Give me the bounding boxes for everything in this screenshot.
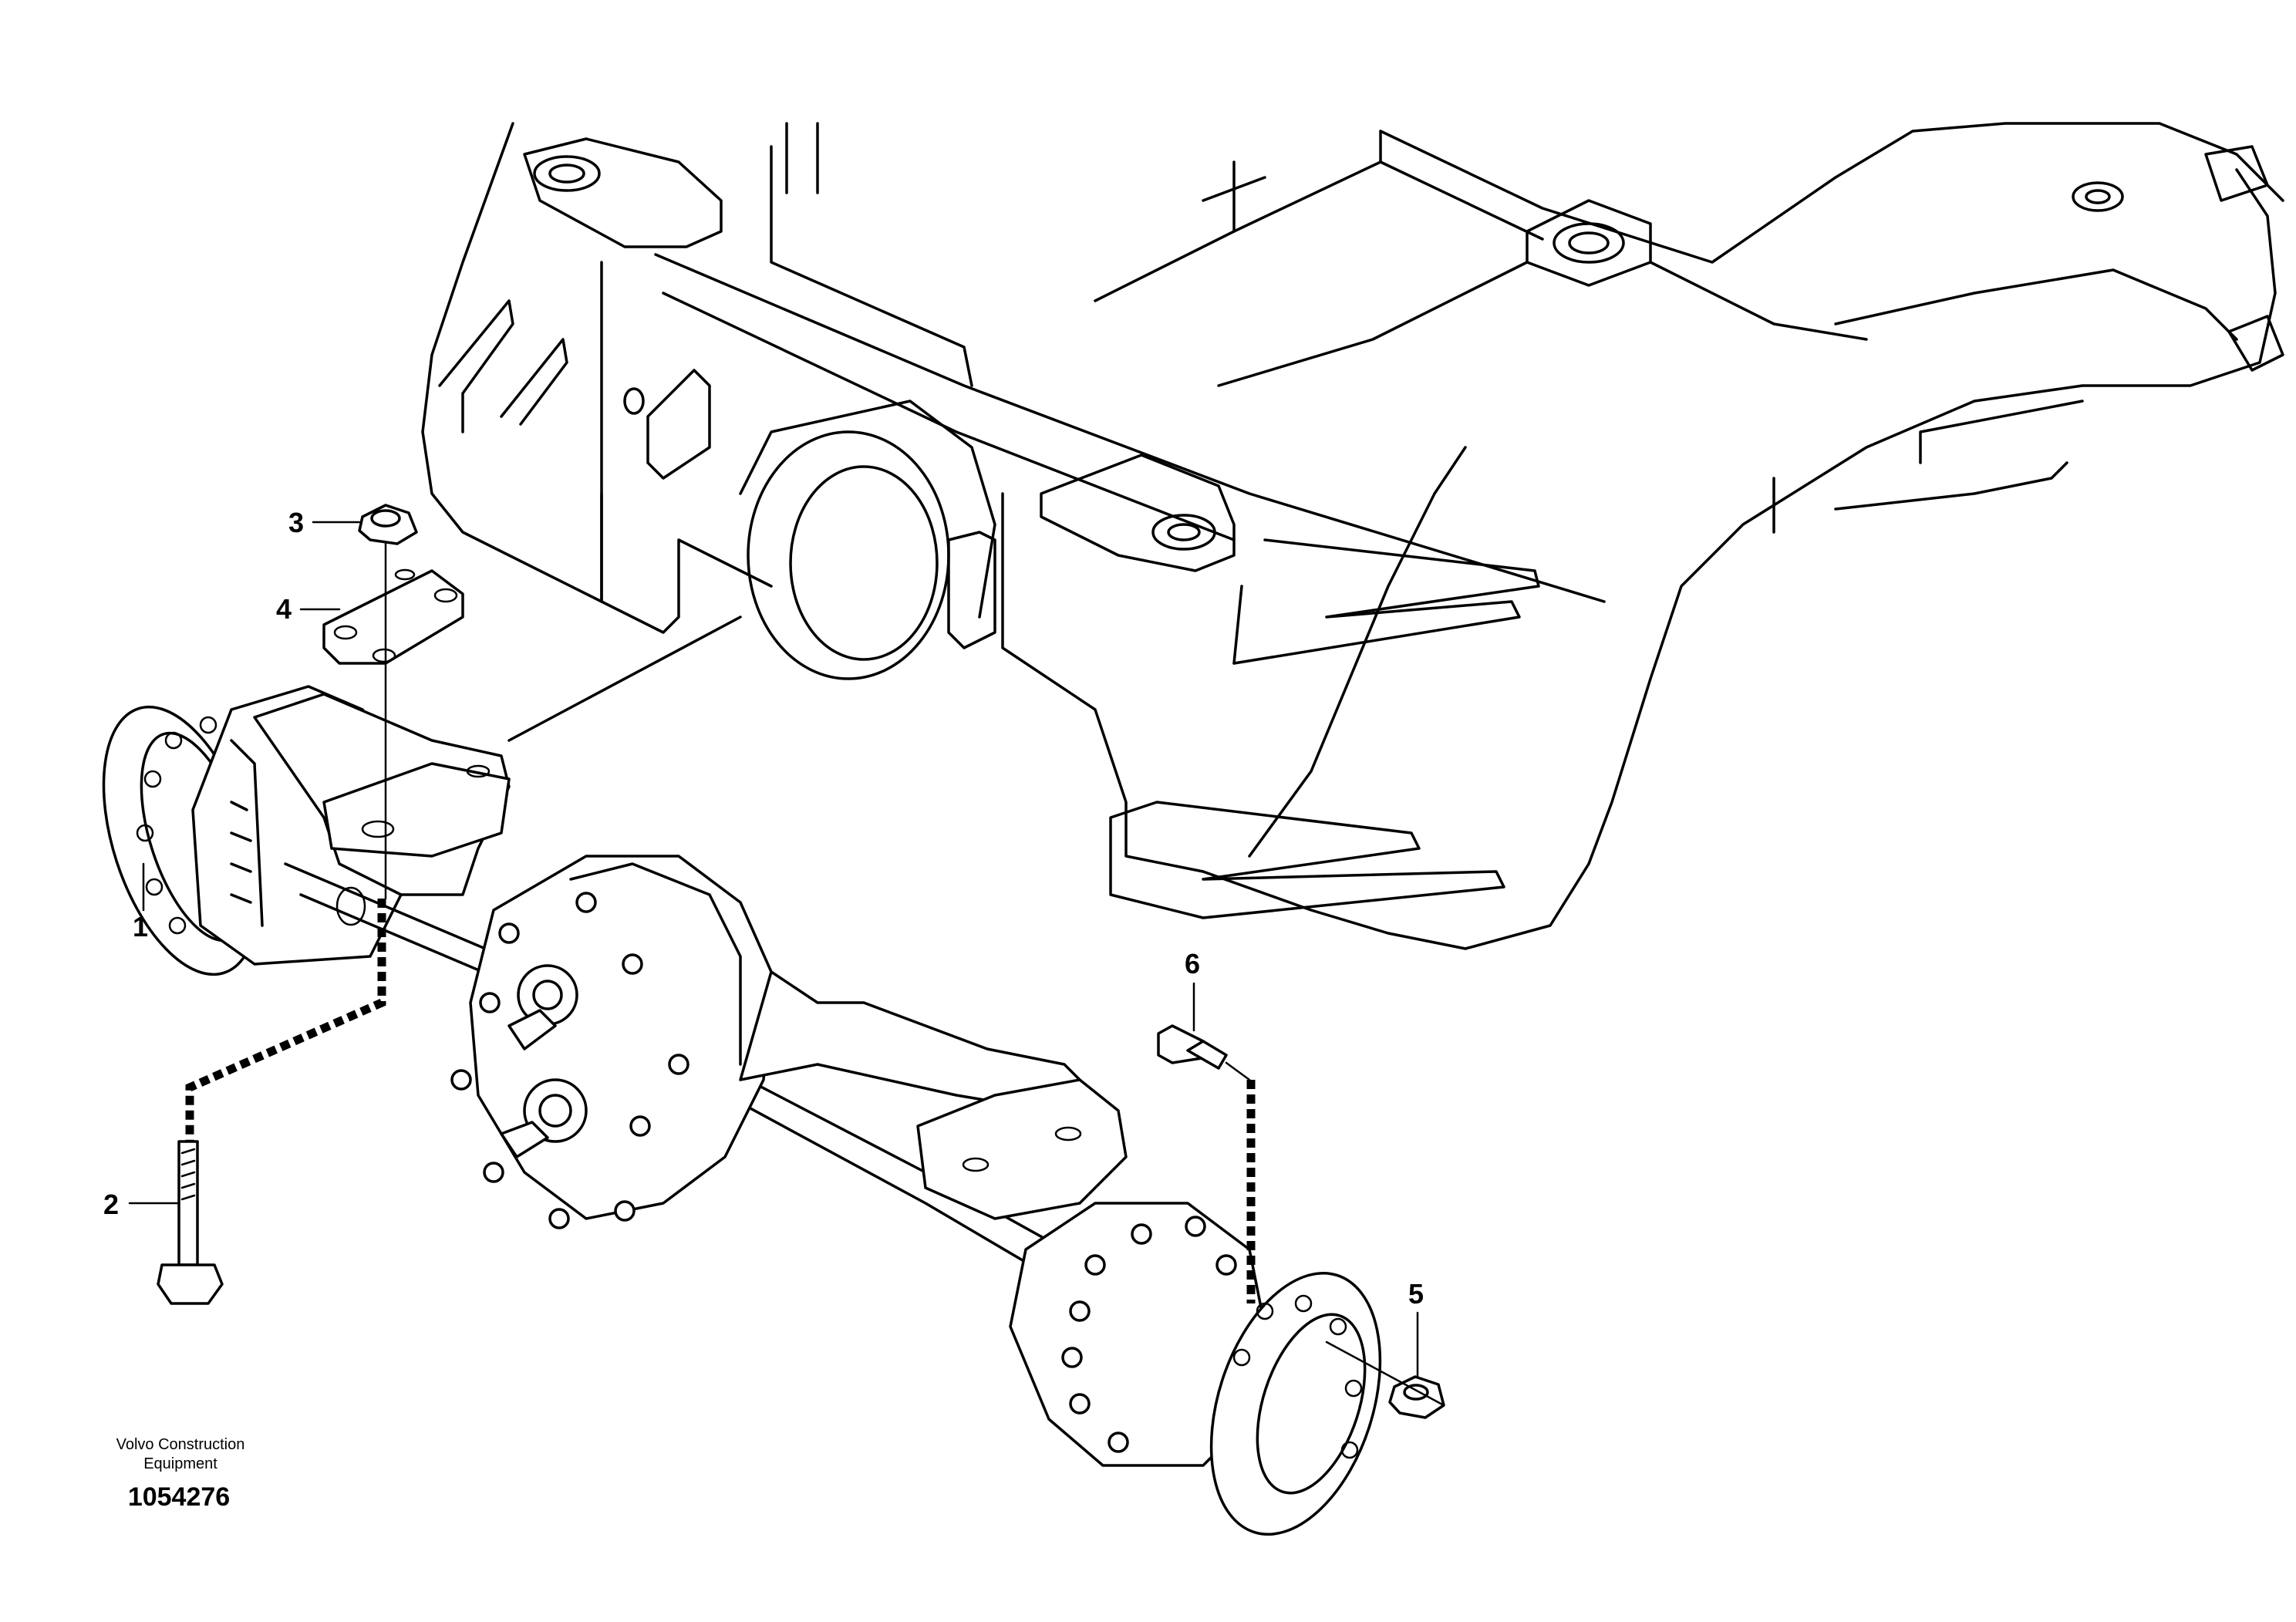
brand-line-1: Volvo Construction [116,1436,245,1453]
callout-1-label: 1 [133,911,148,943]
brand-line-2: Equipment [143,1455,217,1472]
loader-frame [421,122,2284,950]
footer: Volvo Construction Equipment 1054276 [116,1436,245,1512]
part-2-bolt [157,1140,224,1305]
callout-5-label: 5 [1408,1278,1424,1310]
front-axle [102,685,1382,1536]
callout-3-label: 3 [288,507,304,538]
callout-2: 2 [103,1189,180,1220]
callout-3: 3 [288,507,361,538]
callout-1: 1 [133,862,148,943]
document-number: 1054276 [128,1482,230,1512]
callout-5: 5 [1408,1278,1424,1378]
callout-4-label: 4 [276,593,292,625]
callout-4: 4 [276,593,341,625]
callout-2-label: 2 [103,1189,119,1220]
callout-6: 6 [1185,948,1200,1032]
part-5-nut [1388,1375,1445,1419]
part-3-nut [358,504,418,545]
assembly-lines [185,542,1445,1407]
part-4-plate [322,568,464,665]
part-6-bolt [1157,1024,1228,1070]
callout-6-label: 6 [1185,948,1200,980]
